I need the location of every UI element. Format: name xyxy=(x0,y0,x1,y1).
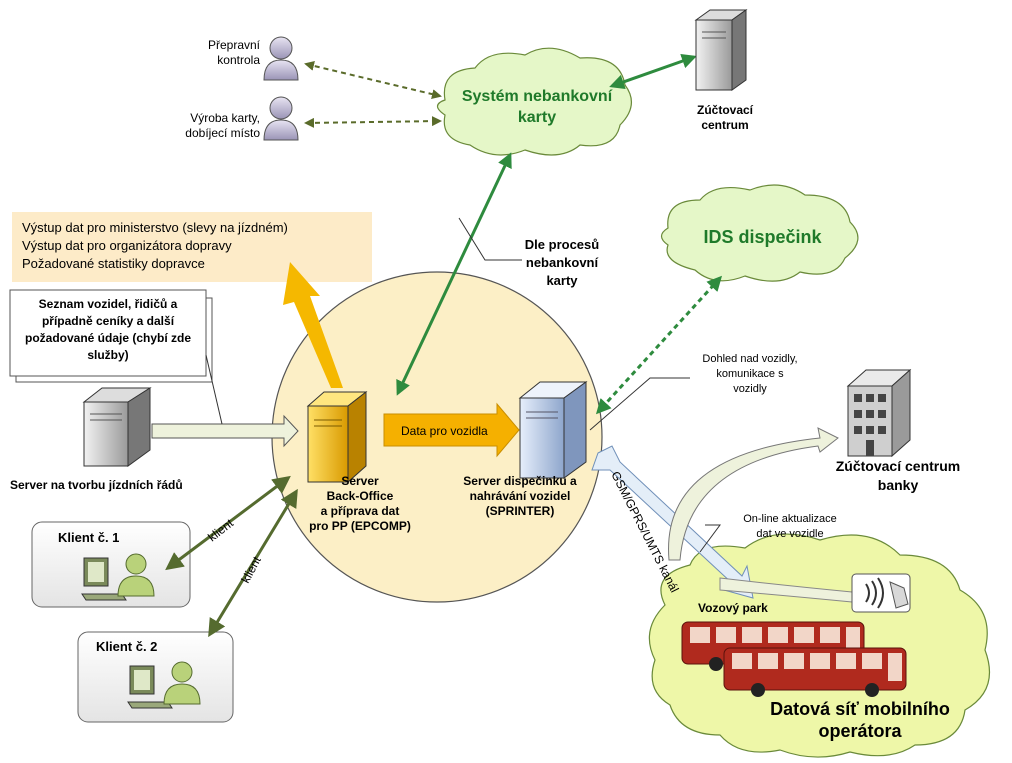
ids-dispatch-cloud-label: IDS dispečink xyxy=(703,227,822,247)
arrow-client-2 xyxy=(208,488,298,638)
arrow-output-up xyxy=(283,262,343,388)
server-icon xyxy=(694,9,748,91)
arrow-bank-curve xyxy=(668,427,839,561)
arrow-cardshop-cloud xyxy=(304,116,442,128)
bank-clearing-label: Zúčtovací centrum banky xyxy=(835,458,961,493)
input-note-text: Seznam vozidel, řidičů a případně ceníky… xyxy=(24,297,192,362)
process-note-leader xyxy=(458,217,522,261)
mobile-network-label: Datová síť mobilního operátora xyxy=(770,699,950,741)
card-production-label: Výroba karty, dobíjecí místo xyxy=(185,111,260,140)
arrow-cloud-backoffice xyxy=(396,152,512,396)
arrow-data-for-vehicles xyxy=(383,402,520,458)
online-note-text: On-line aktualizace dat ve vozidle xyxy=(743,513,837,540)
output-line-1: Výstup dat pro ministerstvo (slevy na jí… xyxy=(22,220,288,235)
person-icon xyxy=(263,96,299,141)
server-icon xyxy=(82,387,152,467)
fleet-label: Vozový park xyxy=(698,601,768,615)
bank-building-icon xyxy=(846,368,912,458)
supervision-leader xyxy=(589,377,690,431)
output-line-3: Požadované statistiky dopravce xyxy=(22,256,205,271)
timetable-server-label: Server na tvorbu jízdních řádů xyxy=(10,478,183,492)
online-note-leader xyxy=(699,524,721,553)
supervision-note-text: Dohled nad vozidly, komunikace s vozidly xyxy=(702,353,798,395)
server-icon xyxy=(518,381,588,479)
client-1-label: Klient č. 1 xyxy=(58,530,120,545)
arrow-control-cloud xyxy=(304,60,442,100)
output-line-2: Výstup dat pro organizátora dopravy xyxy=(22,238,232,253)
contactless-card-icon xyxy=(851,573,911,613)
arrow-cloud-clearing xyxy=(609,53,697,90)
data-for-vehicles-label: Data pro vozidla xyxy=(401,424,488,438)
card-system-cloud-label: Systém nebankovní karty xyxy=(461,88,613,126)
ids-dispatch-cloud xyxy=(660,184,859,282)
dispatch-server-label: Server dispečinku a nahrávání vozidel (S… xyxy=(463,474,577,518)
client-2-arrow-label: klient xyxy=(238,554,264,586)
computer-user-icon xyxy=(127,661,201,709)
bus-icon xyxy=(723,647,907,697)
output-box xyxy=(12,212,372,282)
arrow-ids-dispatch xyxy=(595,275,723,415)
back-office-server-label: Server Back-Office a příprava dat pro PP… xyxy=(309,474,411,533)
server-icon xyxy=(306,390,368,484)
clearing-center-label: Zúčtovací centrum xyxy=(696,103,753,132)
input-note-box xyxy=(9,289,207,377)
input-note-leader xyxy=(205,354,223,425)
transport-control-label: Přepravní kontrola xyxy=(207,38,260,67)
card-system-cloud xyxy=(436,47,632,156)
process-note-text: Dle procesů nebankovní karty xyxy=(524,237,600,288)
computer-user-icon xyxy=(81,553,155,601)
person-icon xyxy=(263,36,299,81)
client-2-label: Klient č. 2 xyxy=(96,639,158,654)
arrow-timetable-backoffice xyxy=(151,414,299,448)
